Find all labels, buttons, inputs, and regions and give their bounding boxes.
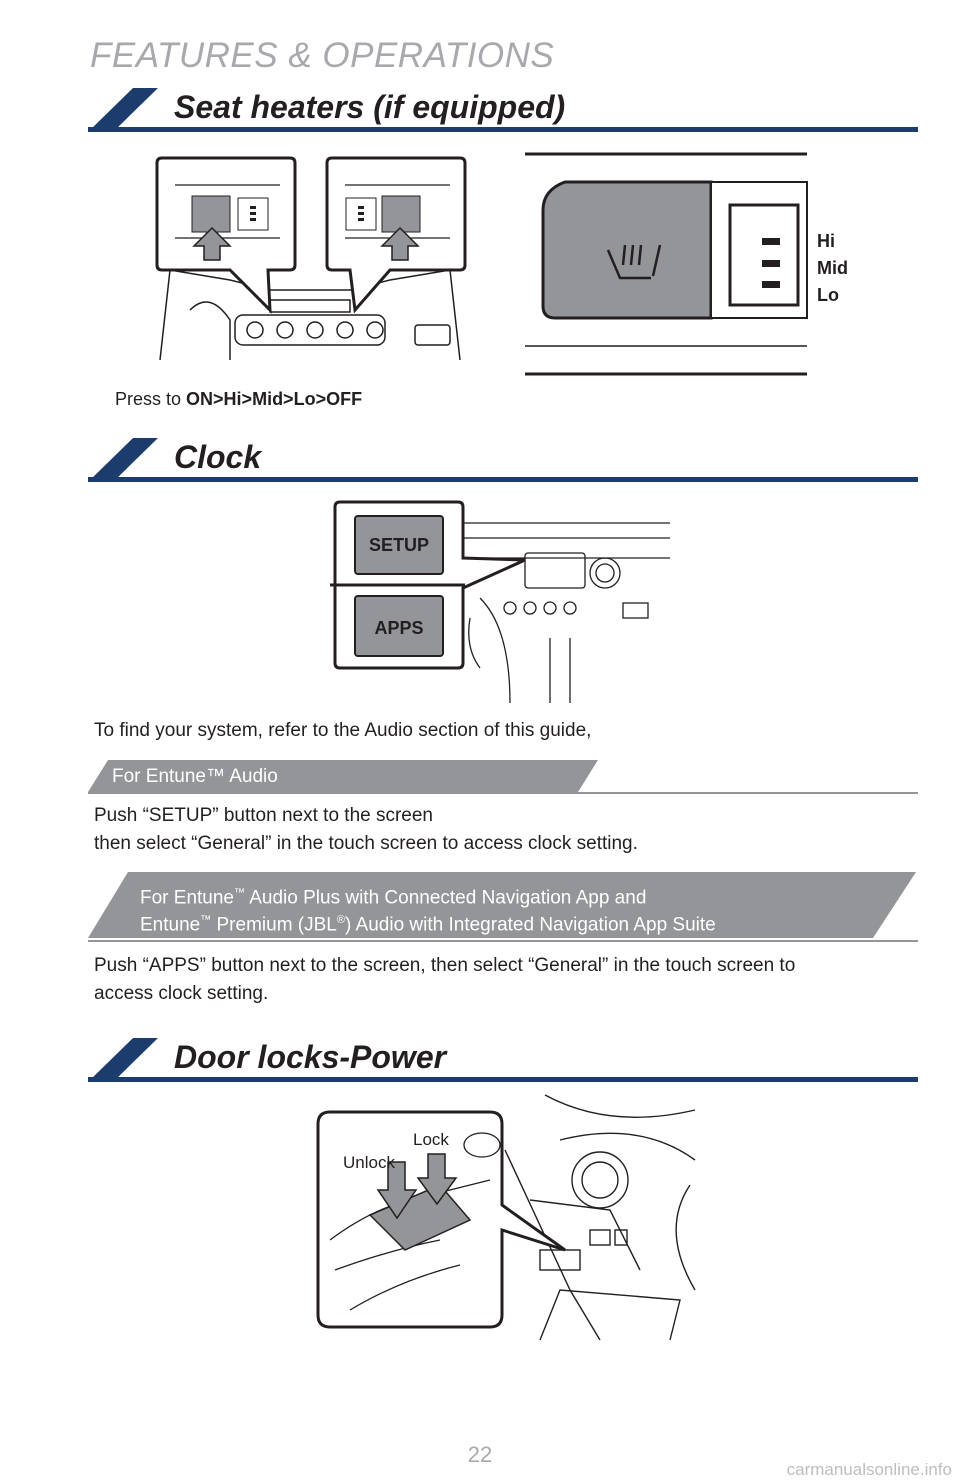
seat-heater-switch-closeup — [525, 152, 808, 376]
lock-label: Lock — [413, 1130, 449, 1149]
clock-text-1: Push “SETUP” button next to the screen t… — [94, 802, 638, 858]
clock-text-2-line-2: access clock setting. — [94, 983, 269, 1004]
clock-text-2: Push “APPS” button next to the screen, t… — [94, 952, 795, 1008]
caption-sequence: ON>Hi>Mid>Lo>OFF — [186, 389, 363, 409]
banner-line-1b: Audio Plus with Connected Navigation App… — [245, 887, 647, 909]
banner-line-2b: Premium (JBL — [211, 914, 337, 936]
banner-line-2c: ) Audio with Integrated Navigation App S… — [344, 914, 716, 936]
section-header-seat-heaters: Seat heaters (if equipped) — [88, 82, 918, 132]
section-title: Seat heaters (if equipped) — [174, 89, 566, 125]
clock-text-1-line-2: then select “General” in the touch scree… — [94, 833, 638, 854]
entune-premium-banner: For Entune™ Audio Plus with Connected Na… — [88, 872, 918, 942]
door-lock-illustration: Lock Unlock — [316, 1094, 696, 1341]
heat-level-hi: Hi — [817, 231, 835, 251]
section-header-clock: Clock — [88, 432, 918, 482]
banner-text: For Entune™ Audio — [112, 766, 278, 787]
clock-buttons-illustration: SETUP APPS — [330, 500, 670, 703]
apps-button-label: APPS — [374, 618, 423, 638]
watermark: carmanualsonline.info — [786, 1460, 952, 1479]
section-header-door-locks: Door locks-Power — [88, 1032, 918, 1082]
section-title: Clock — [174, 439, 262, 475]
clock-text-1-line-1: Push “SETUP” button next to the screen — [94, 805, 434, 826]
unlock-label: Unlock — [343, 1153, 395, 1172]
tm-mark: ™ — [200, 914, 212, 927]
caption-prefix: Press to — [115, 389, 182, 409]
registered-mark: ® — [336, 914, 345, 927]
seat-heater-dashboard-illustration — [155, 156, 467, 361]
entune-audio-banner: For Entune™ Audio — [88, 760, 918, 794]
heat-level-lo: Lo — [817, 285, 839, 305]
clock-intro: To find your system, refer to the Audio … — [94, 720, 592, 741]
tm-mark: ™ — [234, 887, 245, 899]
heat-level-list: Hi Mid Lo — [817, 228, 848, 309]
heat-level-mid: Mid — [817, 258, 848, 278]
setup-button-label: SETUP — [369, 535, 429, 555]
banner-line-2a: Entune — [140, 914, 201, 936]
page-number: 22 — [467, 1442, 493, 1467]
clock-text-2-line-1: Push “APPS” button next to the screen, t… — [94, 955, 796, 976]
section-title: Door locks-Power — [174, 1039, 447, 1075]
banner-line-1a: For Entune — [140, 887, 234, 909]
banner-text: For Entune™ Audio Plus with Connected Na… — [140, 882, 716, 937]
seat-heater-caption: Press to ON>Hi>Mid>Lo>OFF — [115, 389, 362, 410]
page-header: FEATURES & OPERATIONS — [90, 36, 555, 75]
